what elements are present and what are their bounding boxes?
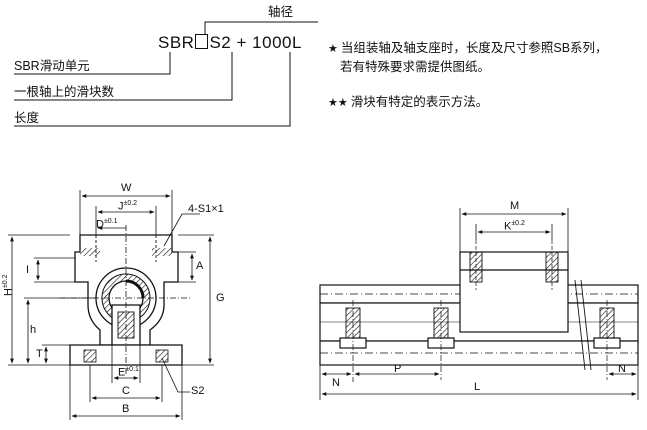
code-plus: + <box>236 33 247 52</box>
dim-e-letter: E <box>118 366 126 379</box>
part-code: SBR S2 + 1000L <box>158 34 302 51</box>
leader-blocks <box>14 52 233 101</box>
note-1-line-2: 若有特殊要求需提供图纸。 <box>340 60 491 74</box>
dim-k-letter: K <box>504 220 512 233</box>
dim-e-tol: ±0.1 <box>125 366 139 373</box>
leader-shaft-dia <box>204 21 318 34</box>
dim-a-label: A <box>196 260 204 272</box>
dim-k-label: K±0.2 <box>504 220 525 233</box>
dim-g-label: G <box>216 292 225 304</box>
dim-m-label: M <box>510 200 520 212</box>
dim-h-small-label: h <box>30 324 37 336</box>
dim-c-label: C <box>122 385 130 397</box>
double-star-icon: ★★ <box>328 97 348 109</box>
dim-d-letter: D <box>96 218 104 231</box>
front-view <box>60 225 192 375</box>
star-icon: ★ <box>328 43 338 55</box>
dim-h-tol: ±0.2 <box>2 274 9 289</box>
dim-j-tol: ±0.2 <box>123 200 138 207</box>
dim-n-left-label: N <box>332 377 340 389</box>
front-dimensions <box>8 190 214 420</box>
callout-length: 长度 <box>14 111 40 125</box>
dim-h-letter: H <box>2 288 15 296</box>
dim-d-label: D±0.1 <box>96 218 118 231</box>
dim-b-label: B <box>122 403 130 415</box>
callout-unit-name: SBR滑动单元 <box>14 59 90 73</box>
code-leaders <box>14 21 318 127</box>
dim-k-tol: ±0.2 <box>511 220 525 227</box>
note-1: ★当组装轴及轴支座时，长度及尺寸参照SB系列， <box>328 42 608 55</box>
dim-h-label: H±0.2 <box>2 274 15 296</box>
note-2: ★★滑块有特定的表示方法。 <box>328 96 488 109</box>
dim-t-label: T <box>36 348 43 360</box>
code-length: 1000L <box>252 33 302 52</box>
dim-e-label: E±0.1 <box>118 366 139 379</box>
dim-j-label: J±0.2 <box>118 200 137 213</box>
callout-blocks-per-shaft: 一根轴上的滑块数 <box>14 85 115 99</box>
side-view <box>319 240 639 380</box>
code-suffix: S2 <box>209 33 232 52</box>
dim-p-label: P <box>394 363 402 375</box>
code-prefix: SBR <box>158 33 195 52</box>
callout-shaft-dia: 轴径 <box>268 5 294 19</box>
note-2-line-1: 滑块有特定的表示方法。 <box>350 95 489 109</box>
leader-unit-name <box>14 52 171 75</box>
code-box <box>195 34 209 49</box>
dim-w-label: W <box>121 182 132 194</box>
note-1-line-1: 当组装轴及轴支座时，长度及尺寸参照SB系列， <box>340 41 608 55</box>
dim-l-label: L <box>474 381 481 393</box>
side-dimensions <box>319 208 639 400</box>
dim-hole-label: 4-S1×1 <box>188 203 224 215</box>
dim-n-right-label: N <box>618 363 626 375</box>
dim-j-letter: J <box>118 200 124 213</box>
leader-length <box>14 52 291 127</box>
dim-d-tol: ±0.1 <box>103 218 118 225</box>
dim-i-label: I <box>26 264 30 276</box>
dim-s2-label: S2 <box>191 385 205 397</box>
